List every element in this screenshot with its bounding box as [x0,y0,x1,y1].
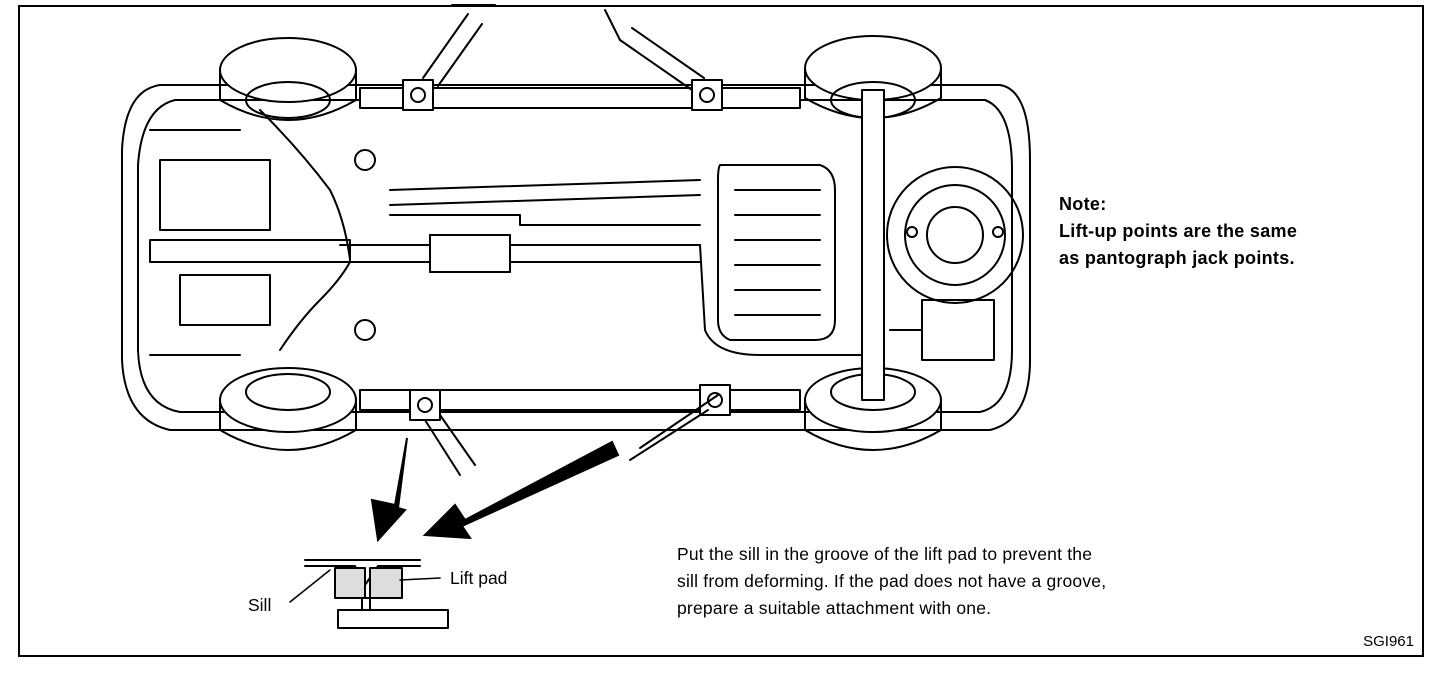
sill-lift-pad-detail [289,559,449,629]
sill-top [359,87,801,109]
instruction-paragraph: Put the sill in the groove of the lift p… [677,541,1106,622]
wheel-front-left [219,37,357,121]
sill-bottom [359,389,801,411]
note-line-2: as pantograph jack points. [1059,248,1295,268]
lift-point-rear-top [691,79,723,111]
engine-area [149,109,376,356]
instruction-line-2: sill from deforming. If the pad does not… [677,571,1107,591]
lift-point-rear-bottom [699,384,731,416]
lift-arm-front-bottom [424,414,476,476]
instruction-line-1: Put the sill in the groove of the lift p… [677,544,1093,564]
lift-pad-label: Lift pad [450,568,508,588]
rear-axle [861,89,885,401]
note-block: Note: Lift-up points are the same as pan… [1059,191,1297,272]
body-outline [121,84,1031,431]
pointer-arrows [370,437,620,543]
lift-arm-rear-top [604,9,705,91]
body-inner-outline [137,99,1013,413]
lift-arm-front-top [422,4,496,87]
sill-label: Sill [248,595,272,615]
note-heading: Note: [1059,194,1107,214]
figure-code: SGI961 [1363,633,1414,650]
note-line-1: Lift-up points are the same [1059,221,1298,241]
lift-point-front-bottom [409,389,441,421]
figure-frame [18,5,1424,657]
lift-point-front-top [402,79,434,111]
spare-tire [886,166,1024,304]
instruction-line-3: prepare a suitable attachment with one. [677,598,992,618]
lift-arm-rear-bottom [629,394,719,461]
wheel-front-right [219,367,357,451]
exhaust-system [339,179,995,361]
fuel-tank [717,164,836,341]
